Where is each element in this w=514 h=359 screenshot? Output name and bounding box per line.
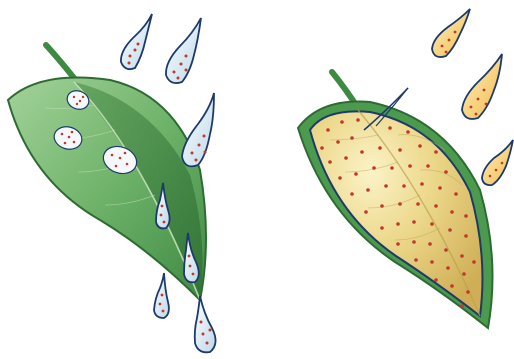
spore-droplet [482,140,513,185]
water-droplet [154,273,169,318]
left-leaf-stem [46,45,74,78]
water-droplet [121,14,152,69]
spore-droplet [462,54,502,119]
water-droplet [166,18,201,83]
water-droplet [195,296,216,352]
spore-droplet [432,9,470,57]
water-droplet [182,93,214,166]
right-leaf-infection [310,111,482,316]
